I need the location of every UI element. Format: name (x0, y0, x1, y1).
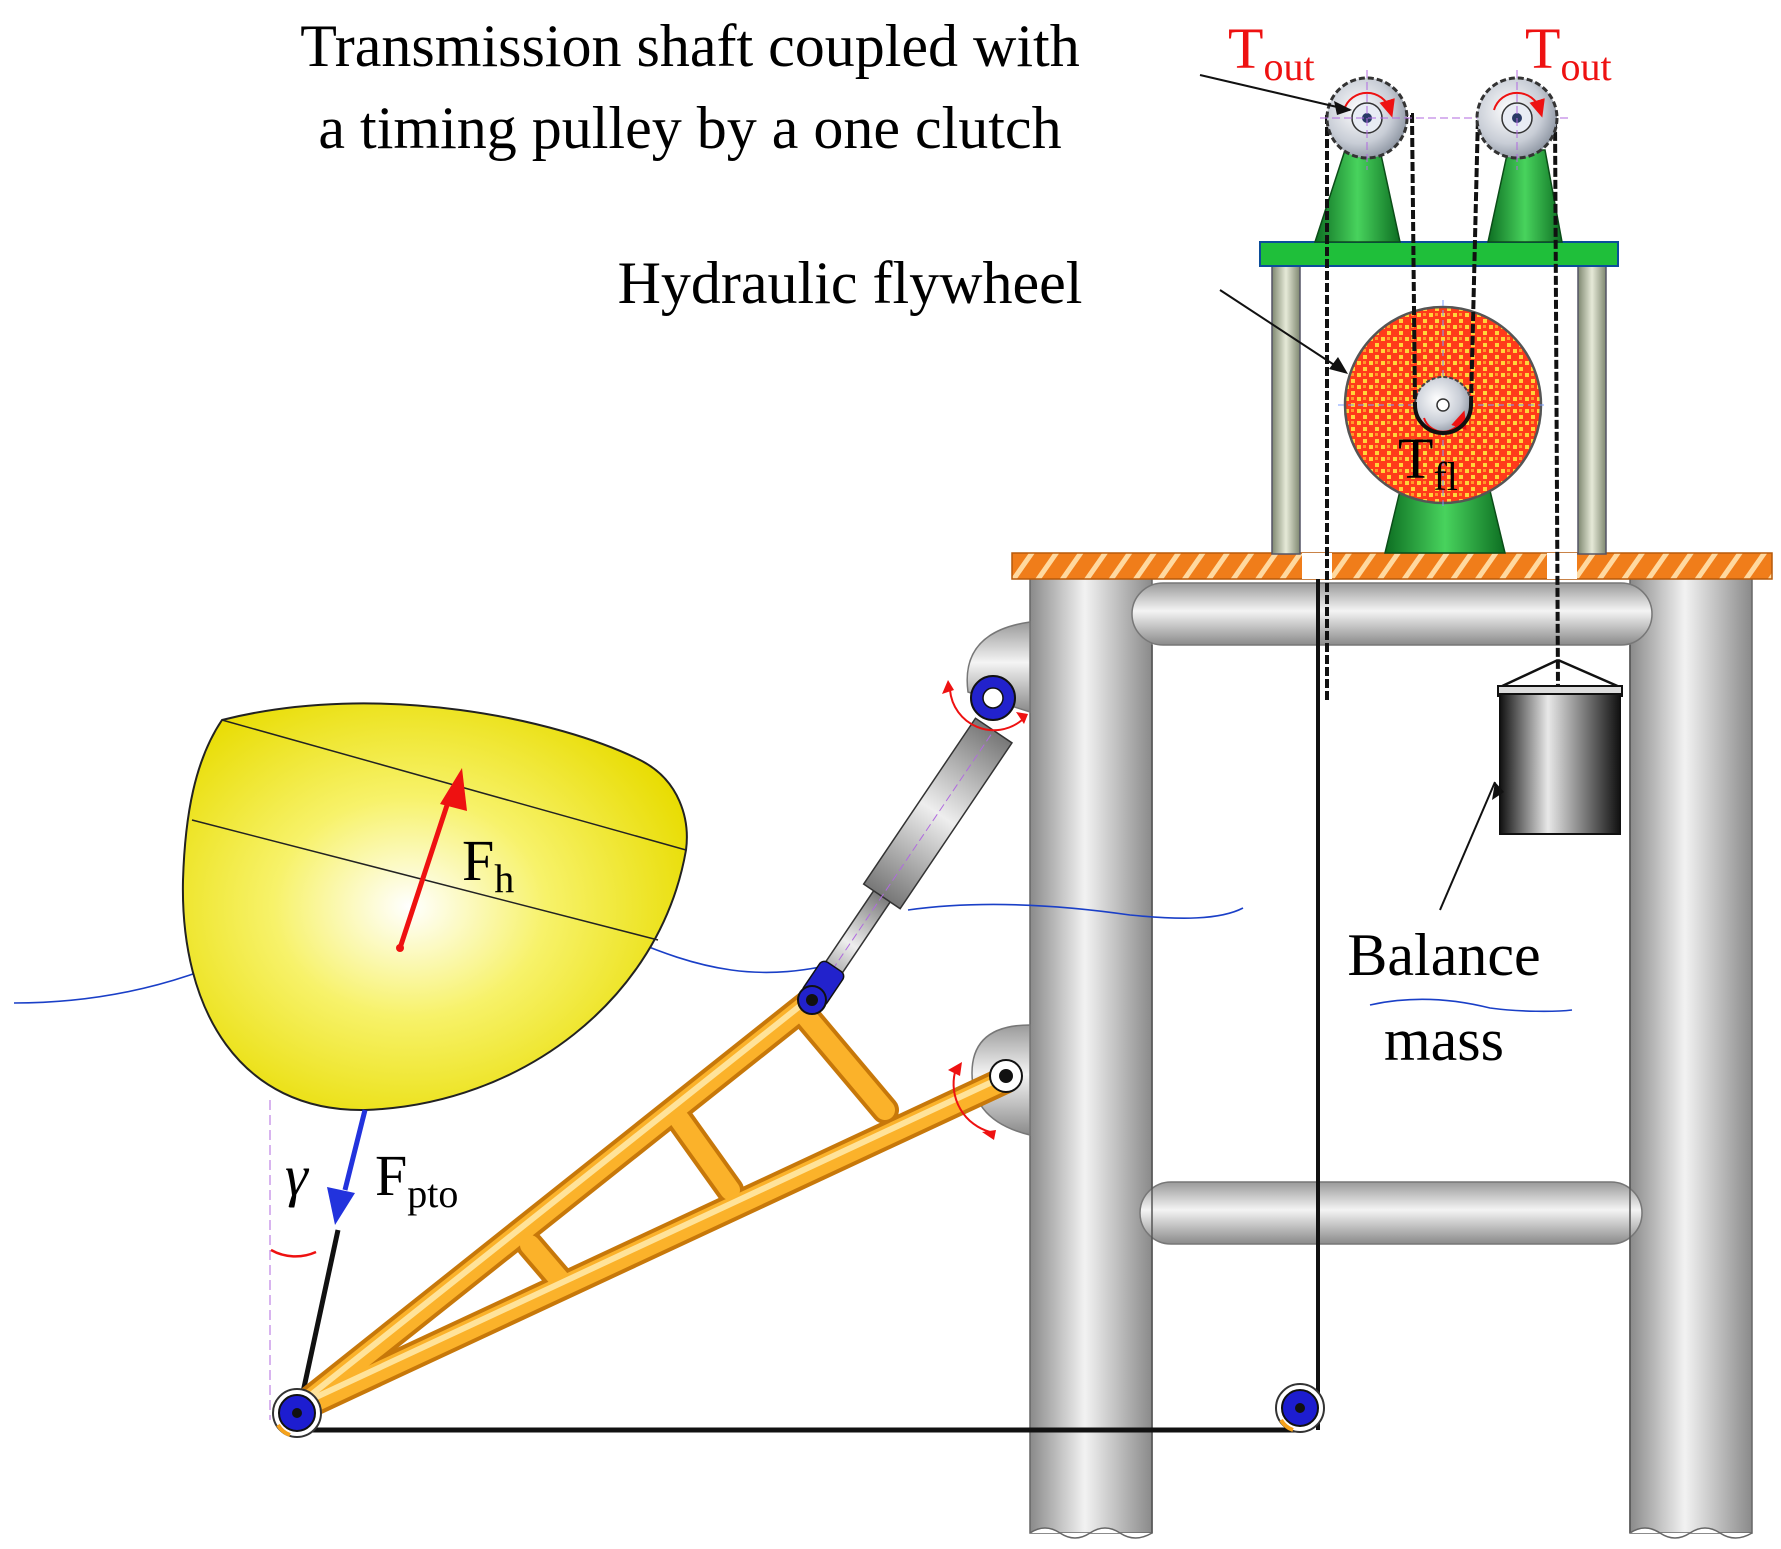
angle-gamma-arc (270, 1248, 317, 1258)
hydraulic-cylinder (797, 675, 1028, 1015)
balance-mass (1439, 658, 1623, 911)
balance-label-line1: Balance (1347, 922, 1540, 988)
force-pto-label: Fpto (375, 1143, 458, 1216)
post-left (1271, 263, 1301, 555)
force-h-arrow (397, 789, 455, 949)
swing-arm (283, 988, 1019, 1424)
pulley-left (1320, 70, 1570, 170)
support-frame (966, 577, 1753, 1539)
balance-label-line2: mass (1384, 1007, 1504, 1073)
transmission-label-line2: a timing pulley by a one clutch (318, 95, 1061, 161)
torque-out-right-arrow (1493, 91, 1545, 118)
cylinder-rotation-arrow (949, 689, 1023, 732)
angle-gamma-label: γ (285, 1143, 310, 1208)
pillar-right (1629, 577, 1753, 1534)
platform-plate (1259, 241, 1619, 267)
force-h-label: Fh (462, 828, 514, 901)
pulley-support-right (1487, 149, 1563, 243)
force-pto-arrow (342, 1109, 368, 1191)
bottom-pulley-left (272, 1388, 322, 1438)
bottom-pulley-right (1275, 1383, 1325, 1433)
flywheel-label: Hydraulic flywheel (618, 250, 1083, 316)
torque-out-right-label: Tout (1525, 16, 1612, 89)
torque-out-left-arrow (1343, 91, 1395, 118)
post-right (1577, 263, 1607, 555)
crossbeam-bottom (1139, 1181, 1643, 1245)
balance-mass-leader (1439, 781, 1496, 911)
flywheel-leader (1219, 289, 1346, 373)
deck (1011, 552, 1773, 580)
torque-out-left-label: Tout (1228, 16, 1315, 89)
transmission-label-line1: Transmission shaft coupled with (300, 13, 1079, 79)
torque-fl-label: Tfl (1398, 426, 1458, 499)
arm-pivot (948, 1059, 1023, 1140)
buoy (181, 702, 688, 1112)
pillar-left (1029, 577, 1153, 1534)
pulley-right (1475, 70, 1559, 170)
crossbeam-top (1131, 582, 1653, 646)
transmission-leader (1199, 74, 1351, 111)
